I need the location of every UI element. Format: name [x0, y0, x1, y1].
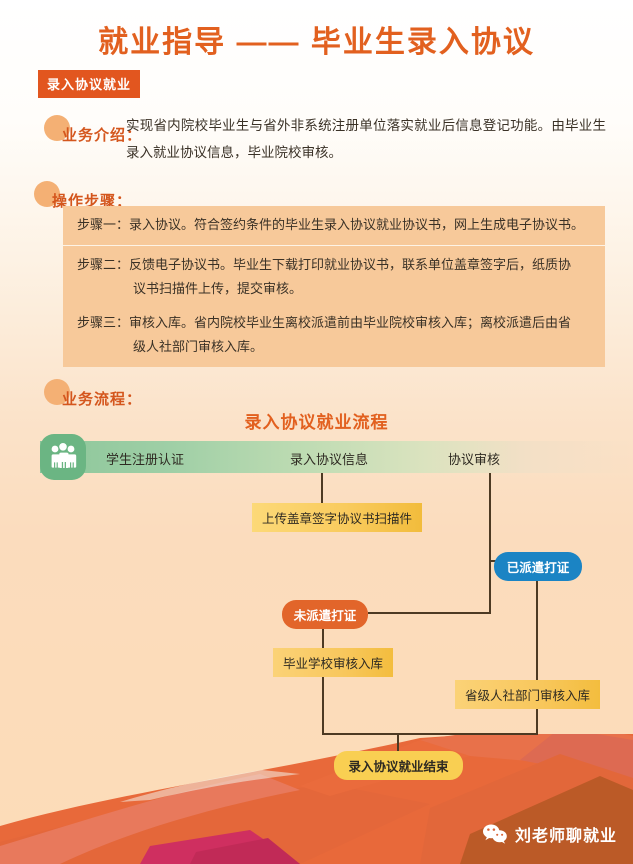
bar-label-2: 录入协议信息	[290, 452, 369, 467]
step-box-1: 步骤一：录入协议。符合签约条件的毕业生录入协议就业协议书，网上生成电子协议书。	[63, 206, 605, 245]
step-2-line1: 反馈电子协议书。毕业生下载打印就业协议书，联系单位盖章签字后，纸质协	[129, 257, 572, 272]
connector-line	[321, 473, 323, 503]
step-box-3: 步骤三：审核入库。省内院校毕业生离校派遣前由毕业院校审核入库；离校派遣后由省 级…	[63, 304, 605, 367]
flow-label: 业务流程：	[62, 391, 143, 408]
step-1-prefix: 步骤一：	[77, 217, 130, 232]
page-title: 就业指导 —— 毕业生录入协议	[98, 26, 535, 59]
step-3-line2: 级人社部门审核入库。	[133, 339, 264, 354]
bar-label-3: 协议审核	[448, 452, 501, 467]
intro-text: 实现省内院校毕业生与省外非系统注册单位落实就业后信息登记功能。由毕业生录入就业协…	[126, 118, 606, 160]
connector-line	[489, 473, 491, 613]
steps-heading: 操作步骤：	[34, 181, 133, 211]
step-2-line2: 议书扫描件上传，提交审核。	[133, 281, 303, 296]
connector-line	[397, 733, 399, 755]
node-province-review[interactable]: 省级人社部门审核入库	[455, 680, 601, 709]
people-icon	[40, 434, 86, 480]
bar-label-1: 学生注册认证	[106, 452, 185, 467]
node-dispatched[interactable]: 已派遣打证	[494, 552, 582, 581]
step-2-prefix: 步骤二：	[77, 257, 130, 272]
intro-heading: 业务介绍：	[44, 115, 143, 145]
connector-line	[322, 673, 324, 735]
node-upload-scan[interactable]: 上传盖章签字协议书扫描件	[252, 503, 423, 532]
step-1-text: 录入协议。符合签约条件的毕业生录入协议就业协议书，网上生成电子协议书。	[129, 217, 585, 232]
connector-line	[322, 620, 324, 654]
connector-line	[536, 705, 538, 735]
node-school-review[interactable]: 毕业学校审核入库	[273, 648, 394, 677]
step-3-line1: 审核入库。省内院校毕业生离校派遣前由毕业院校审核入库；离校派遣后由省	[129, 315, 572, 330]
flow-heading: 业务流程：	[44, 379, 143, 409]
flowchart-title: 录入协议就业流程	[244, 413, 389, 432]
bullet-dot-icon	[44, 115, 70, 141]
flow-header-bar	[40, 441, 633, 473]
connector-line	[368, 612, 491, 614]
section-badge: 录入协议就业	[38, 70, 141, 98]
connector-line	[536, 578, 538, 685]
steps-label: 操作步骤：	[52, 193, 133, 210]
node-not-dispatched[interactable]: 未派遣打证	[282, 600, 368, 629]
step-box-2: 步骤二：反馈电子协议书。毕业生下载打印就业协议书，联系单位盖章签字后，纸质协 议…	[63, 246, 605, 309]
wechat-icon	[482, 824, 507, 844]
node-flow-end[interactable]: 录入协议就业结束	[334, 751, 463, 780]
connector-line	[322, 733, 538, 735]
footer-watermark: 刘老师聊就业	[482, 822, 617, 846]
bullet-dot-icon	[44, 379, 70, 405]
bullet-dot-icon	[34, 181, 60, 207]
watermark-text: 刘老师聊就业	[514, 828, 617, 845]
intro-label: 业务介绍：	[62, 127, 143, 144]
step-3-prefix: 步骤三：	[77, 315, 130, 330]
